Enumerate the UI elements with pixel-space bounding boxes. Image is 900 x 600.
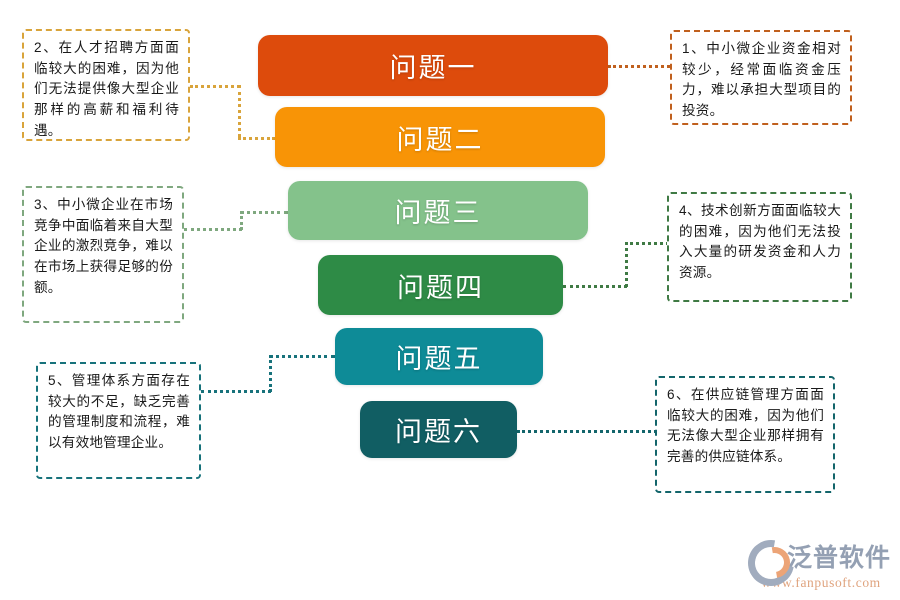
watermark: 泛普软件 www.fanpusoft.com (738, 530, 894, 596)
note-box-1: 1、中小微企业资金相对较少，经常面临资金压力，难以承担大型项目的投资。 (670, 30, 852, 125)
note-box-6: 6、在供应链管理方面面临较大的困难，因为他们无法像大型企业那样拥有完善的供应链体… (655, 376, 835, 493)
funnel-stage-5-label: 问题五 (395, 344, 483, 374)
fanpu-logo-icon (738, 530, 804, 596)
funnel-stage-2-label: 问题二 (396, 124, 484, 155)
connector-note-4-seg-b (625, 242, 628, 287)
funnel-stage-3-label: 问题三 (394, 198, 482, 228)
watermark-brand: 泛普软件 (787, 544, 892, 572)
connector-note-3-seg-b (240, 211, 243, 230)
note-box-4: 4、技术创新方面面临较大的困难，因为他们无法投入大量的研发资金和人力资源。 (667, 192, 852, 302)
funnel-stage-6-label: 问题六 (395, 417, 482, 447)
connector-note-3-seg-a (184, 228, 242, 231)
connector-note-2-seg-a (190, 85, 240, 88)
funnel-stage-4-label: 问题四 (397, 272, 484, 303)
funnel-stage-1-label: 问题一 (389, 53, 477, 83)
funnel-stage-1[interactable]: 问题一 (258, 35, 608, 96)
note-box-3: 3、中小微企业在市场竞争中面临着来自大型企业的激烈竞争，难以在市场上获得足够的份… (22, 186, 184, 323)
funnel-stage-6[interactable]: 问题六 (360, 401, 517, 458)
connector-note-3-seg-c (240, 211, 288, 214)
connector-note-2-seg-c (238, 137, 275, 140)
note-box-2: 2、在人才招聘方面面临较大的困难，因为他们无法提供像大型企业那样的高薪和福利待遇… (22, 29, 190, 141)
funnel-stage-2[interactable]: 问题二 (275, 107, 605, 167)
connector-note-5-seg-b (269, 355, 272, 392)
connector-note-1 (608, 65, 670, 68)
connector-note-6 (517, 430, 657, 433)
watermark-url: www.fanpusoft.com (761, 575, 881, 590)
funnel-stage-5[interactable]: 问题五 (335, 328, 543, 385)
connector-note-4-seg-c (625, 242, 669, 245)
connector-note-2-seg-b (238, 85, 241, 137)
connector-note-5-seg-a (201, 390, 271, 393)
watermark-row: 泛普软件 (738, 530, 894, 596)
connector-note-5-seg-c (269, 355, 335, 358)
note-box-5: 5、管理体系方面存在较大的不足，缺乏完善的管理制度和流程，难以有效地管理企业。 (36, 362, 201, 479)
connector-note-4-seg-a (563, 285, 627, 288)
funnel-stage-3[interactable]: 问题三 (288, 181, 588, 240)
funnel-stage-4[interactable]: 问题四 (318, 255, 563, 315)
